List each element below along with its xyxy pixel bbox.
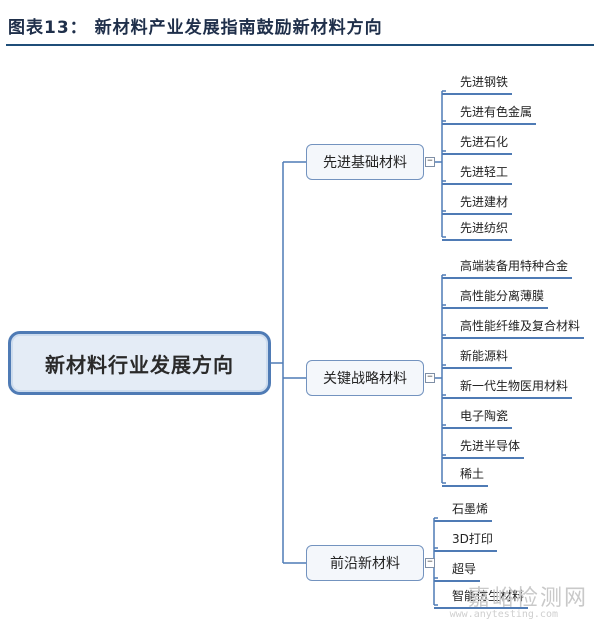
leaf-node: 新能源料 bbox=[442, 347, 513, 369]
leaf-node: 石墨烯 bbox=[434, 500, 493, 522]
leaf-node: 电子陶瓷 bbox=[442, 407, 513, 429]
collapse-toggle-icon[interactable]: − bbox=[425, 157, 435, 167]
figure-header: 图表13： 新材料产业发展指南鼓励新材料方向 bbox=[0, 0, 600, 52]
leaf-node: 3D打印 bbox=[434, 530, 497, 552]
leaf-node: 先进石化 bbox=[442, 133, 513, 155]
leaf-node: 高性能纤维及复合材料 bbox=[442, 317, 585, 339]
leaf-node: 新一代生物医用材料 bbox=[442, 377, 573, 399]
leaf-node: 智能仿生材料 bbox=[434, 587, 529, 609]
cat1-spine bbox=[441, 90, 446, 238]
category-node-advanced-basic-materials[interactable]: 先进基础材料 bbox=[306, 144, 424, 180]
leaf-node: 先进钢铁 bbox=[442, 73, 513, 95]
leaf-node: 超导 bbox=[434, 560, 481, 582]
leaf-node: 稀土 bbox=[442, 465, 489, 487]
leaf-node: 高性能分离薄膜 bbox=[442, 287, 549, 309]
leaf-node: 高端装备用特种合金 bbox=[442, 257, 573, 279]
leaf-node: 先进建材 bbox=[442, 193, 513, 215]
watermark-url: www.anytesting.com bbox=[449, 609, 558, 620]
cat2-spine bbox=[441, 274, 446, 484]
leaf-node: 先进纺织 bbox=[442, 219, 513, 241]
category-node-frontier-new-materials[interactable]: 前沿新材料 bbox=[306, 545, 424, 581]
leaf-node: 先进有色金属 bbox=[442, 103, 537, 125]
leaf-node: 先进轻工 bbox=[442, 163, 513, 185]
category-node-key-strategic-materials[interactable]: 关键战略材料 bbox=[306, 360, 424, 396]
root-node: 新材料行业发展方向 bbox=[8, 331, 271, 395]
leaf-node: 先进半导体 bbox=[442, 437, 525, 459]
collapse-toggle-icon[interactable]: − bbox=[425, 558, 435, 568]
header-divider bbox=[6, 44, 594, 46]
watermark: 嘉峪检测网 bbox=[467, 586, 588, 611]
collapse-toggle-icon[interactable]: − bbox=[425, 373, 435, 383]
figure-title: 图表13： 新材料产业发展指南鼓励新材料方向 bbox=[8, 18, 383, 38]
